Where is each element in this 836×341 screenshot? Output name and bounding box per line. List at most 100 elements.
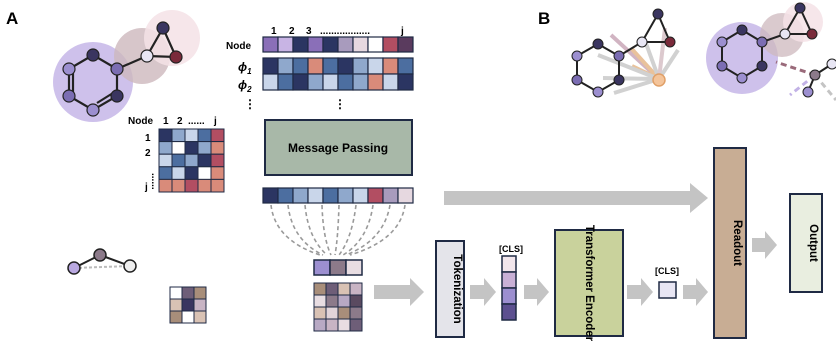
adjacency-cell bbox=[171, 153, 186, 168]
message-passing-label: Message Passing bbox=[288, 141, 388, 155]
phi-cell bbox=[367, 57, 384, 75]
adjacency-cell bbox=[171, 128, 186, 143]
pooled-cell bbox=[313, 282, 327, 296]
node-feature-block: Node 1 2 3 .................. j ϕ1 ϕ2 ⋮ … bbox=[226, 26, 414, 111]
edge-cell bbox=[193, 286, 207, 300]
phi-cell bbox=[367, 73, 384, 91]
adjacency-cell bbox=[210, 178, 225, 193]
phi-vertical-ellipsis: ⋮ bbox=[244, 97, 256, 111]
phi-cell bbox=[352, 73, 369, 91]
arrows bbox=[374, 183, 777, 306]
adjacency-cell bbox=[197, 178, 212, 193]
updated-node-cell bbox=[322, 187, 339, 204]
adjacency-cell bbox=[184, 141, 199, 155]
readout-label: Readout bbox=[731, 220, 743, 266]
adjacency-matrix: Node 1 2 ...... j 1 2 ...... j bbox=[128, 116, 225, 193]
phi-vertical-ellipsis-mid: ⋮ bbox=[334, 97, 346, 111]
pooled-cell bbox=[313, 318, 327, 332]
pooled-cell bbox=[325, 318, 339, 332]
arrow-to-output bbox=[752, 231, 777, 259]
adjacency-cell bbox=[184, 178, 199, 193]
phi-cell bbox=[382, 57, 399, 75]
phi-cell bbox=[292, 57, 309, 75]
updated-node-cell bbox=[367, 187, 384, 204]
node-index-3: 3 bbox=[306, 26, 312, 37]
adj-col-index-j: j bbox=[213, 116, 217, 127]
adjacency-cell bbox=[158, 128, 173, 143]
cls-label-2: [CLS] bbox=[655, 266, 679, 276]
adjacency-cell bbox=[171, 178, 186, 193]
phi-cell bbox=[382, 73, 399, 91]
phi-cell bbox=[277, 57, 294, 75]
updated-node-cell bbox=[262, 187, 279, 204]
phi-cell bbox=[397, 57, 414, 75]
transformer-label: Transformer Encoder bbox=[583, 225, 595, 341]
edge-cell bbox=[193, 298, 207, 312]
arrow-to-transformer bbox=[524, 278, 549, 306]
phi-1-label: ϕ1 bbox=[238, 60, 252, 76]
edge-cell bbox=[181, 310, 195, 324]
pooled-cell bbox=[337, 282, 351, 296]
updated-node-cell bbox=[397, 187, 414, 204]
arrow-to-tokenization bbox=[374, 278, 424, 306]
pooled-cell bbox=[325, 294, 339, 308]
pooled-tokens bbox=[313, 259, 363, 332]
adjacency-cell bbox=[171, 141, 186, 155]
edge-matrix bbox=[169, 286, 207, 324]
pooled-cell bbox=[313, 294, 327, 308]
pooled-cell bbox=[337, 306, 351, 320]
adjacency-cell bbox=[171, 166, 186, 180]
node-index-dots: .................. bbox=[320, 26, 370, 37]
updated-node-cell bbox=[337, 187, 354, 204]
edge-cell bbox=[169, 298, 183, 312]
adjacency-cell bbox=[184, 153, 199, 168]
node-cell bbox=[277, 36, 294, 53]
phi-cell bbox=[262, 73, 279, 91]
molecule-b2 bbox=[706, 2, 836, 101]
updated-node-cell bbox=[277, 187, 294, 204]
phi-cell bbox=[262, 57, 279, 75]
readout-box: Readout bbox=[713, 147, 747, 339]
pooled-cell bbox=[349, 318, 363, 332]
phi-cell bbox=[397, 73, 414, 91]
adj-col-index-2: 2 bbox=[177, 116, 183, 127]
edge-cell bbox=[169, 310, 183, 324]
cls-output: [CLS] bbox=[655, 266, 679, 299]
adjacency-cell bbox=[158, 166, 173, 180]
adjacency-cell bbox=[197, 166, 212, 180]
node-cell bbox=[337, 36, 354, 53]
molecule-graph bbox=[53, 10, 200, 122]
adj-row-index-2: 2 bbox=[145, 148, 151, 159]
adj-node-label: Node bbox=[128, 116, 153, 127]
node-cell bbox=[367, 36, 384, 53]
pooled-cell bbox=[337, 294, 351, 308]
molecule-b1 bbox=[571, 8, 680, 98]
arrow-to-readout bbox=[683, 278, 708, 306]
adj-row-index-j: j bbox=[144, 182, 148, 193]
output-box: Output bbox=[789, 193, 823, 293]
message-passing-box: Message Passing bbox=[264, 119, 413, 176]
pooled-cell bbox=[349, 282, 363, 296]
phi-cell bbox=[307, 57, 324, 75]
node-cell bbox=[292, 36, 309, 53]
adjacency-cell bbox=[184, 166, 199, 180]
node-cell bbox=[382, 36, 399, 53]
panel-a-label: A bbox=[6, 9, 18, 28]
edge-cell bbox=[193, 310, 207, 324]
phi-2-label: ϕ2 bbox=[238, 78, 252, 94]
edge-cell bbox=[181, 286, 195, 300]
message-passing-rect bbox=[264, 119, 413, 176]
updated-node-cell bbox=[292, 187, 309, 204]
adjacency-cell bbox=[197, 128, 212, 143]
adjacency-cell bbox=[210, 166, 225, 180]
output-label: Output bbox=[807, 224, 819, 262]
arrow-to-tokens bbox=[470, 278, 496, 306]
edge-glyph bbox=[67, 248, 137, 275]
node-cell bbox=[307, 36, 324, 53]
phi-cell bbox=[322, 57, 339, 75]
phi-cell bbox=[352, 57, 369, 75]
adjacency-cell bbox=[210, 141, 225, 155]
pooling-lines bbox=[270, 204, 406, 256]
pooled-cell bbox=[313, 306, 327, 320]
phi-cell bbox=[307, 73, 324, 91]
